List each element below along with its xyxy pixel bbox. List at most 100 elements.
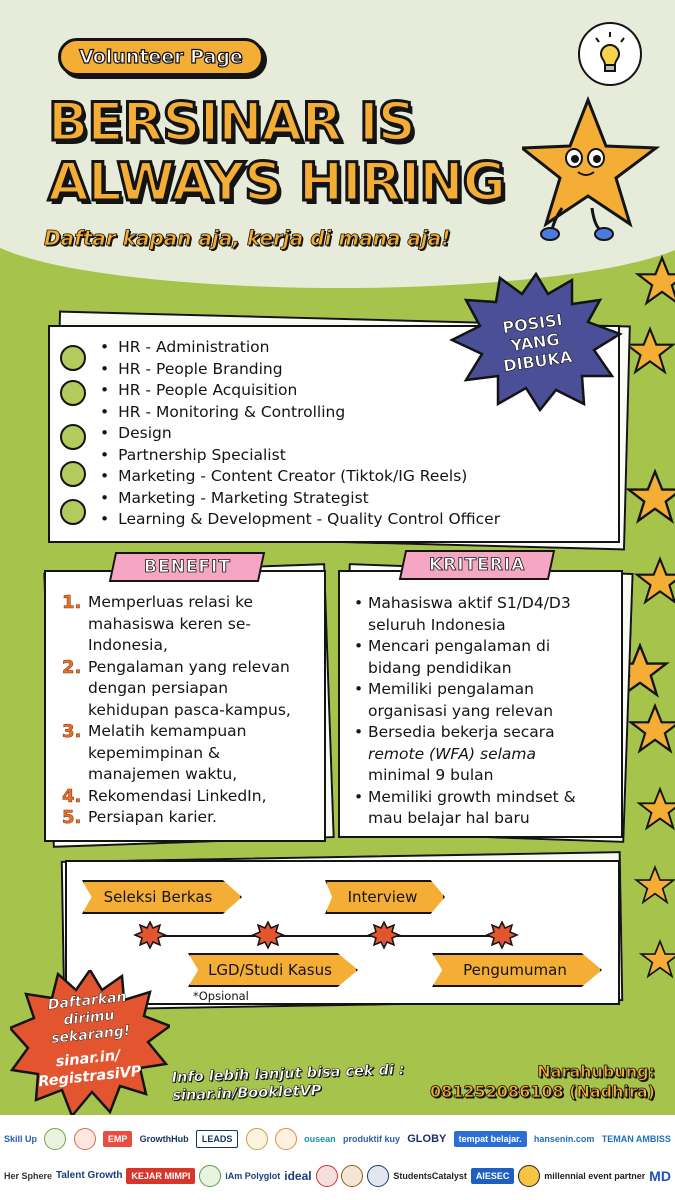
list-item: Marketing - Content Creator (Tiktok/IG R… bbox=[100, 466, 620, 488]
kriteria-text: mau belajar hal baru bbox=[368, 809, 530, 827]
partner-seal-icon bbox=[73, 1128, 96, 1151]
partner-logo: ideal bbox=[284, 1168, 312, 1183]
bullet-dot bbox=[60, 345, 86, 371]
contact-number: 081252086108 (Nadhira) bbox=[430, 1082, 656, 1102]
partner-seal-icon bbox=[315, 1164, 338, 1187]
benefit-number: 4. bbox=[62, 785, 82, 807]
partner-logo: AIESEC bbox=[470, 1167, 515, 1184]
flow-step-tag bbox=[82, 880, 242, 914]
flow-step-marker-icon bbox=[251, 920, 285, 950]
partner-logo: hansenin.com bbox=[533, 1134, 595, 1145]
partner-logo: MD bbox=[649, 1167, 671, 1184]
partner-logo: Talent Growth bbox=[55, 1170, 123, 1182]
partner-logo: LEADS bbox=[195, 1130, 239, 1149]
benefit-text: mahasiswa keren se- bbox=[88, 614, 251, 633]
partner-logo: GrowthHub bbox=[139, 1134, 189, 1145]
kriteria-text: organisasi yang relevan bbox=[368, 701, 554, 720]
list-item: 3. Melatih kemampuan kepemimpinan & manaje… bbox=[62, 721, 322, 786]
partner-row: Her Sphere Talent Growth KEJAR MIMPI iAm… bbox=[4, 1159, 671, 1193]
bullet-dot bbox=[60, 499, 86, 525]
benefit-text: manajemen waktu, bbox=[88, 765, 238, 783]
partner-row: Skill Up EMP GrowthHub LEADS ousean prod… bbox=[4, 1122, 671, 1156]
kriteria-text: bidang pendidikan bbox=[368, 658, 512, 677]
partner-seal-icon bbox=[44, 1128, 67, 1151]
flow-step-label: LGD/Studi Kasus bbox=[208, 961, 332, 979]
cta-burst-icon bbox=[10, 970, 170, 1119]
flow-step-marker-icon bbox=[133, 920, 167, 950]
benefit-text: kehidupan pasca-kampus, bbox=[88, 700, 291, 719]
partner-seal-icon bbox=[341, 1164, 364, 1187]
partner-logo: TEMAN AMBISS bbox=[601, 1134, 671, 1145]
benefit-text: Rekomendasi LinkedIn, bbox=[88, 786, 267, 805]
list-item: Marketing - Marketing Strategist bbox=[100, 488, 620, 510]
partner-logo: StudentsCatalyst bbox=[393, 1170, 467, 1181]
kriteria-text: Bersedia bekerja secara bbox=[368, 723, 555, 741]
kriteria-text: seluruh Indonesia bbox=[368, 615, 506, 634]
benefit-text: kepemimpinan & bbox=[88, 743, 221, 762]
contact-label: Narahubung: bbox=[537, 1062, 656, 1082]
flow-step-label: Pengumuman bbox=[463, 961, 567, 979]
partner-logo: Skill Up bbox=[4, 1134, 38, 1145]
benefit-number: 5. bbox=[62, 807, 82, 829]
partner-seal-icon bbox=[518, 1164, 541, 1187]
benefit-text: Persiapan karier. bbox=[88, 808, 217, 826]
list-item: •Memiliki growth mindset &mau belajar ha… bbox=[354, 787, 624, 830]
positions-burst-icon bbox=[449, 272, 623, 412]
kriteria-card bbox=[338, 570, 623, 838]
list-item: 1. Memperluas relasi ke mahasiswa keren s… bbox=[62, 592, 322, 657]
contact-info: Narahubung: 081252086108 (Nadhira) bbox=[430, 1062, 656, 1102]
benefit-text: Indonesia, bbox=[88, 636, 168, 654]
kriteria-text: Memiliki growth mindset & bbox=[368, 787, 576, 806]
lightbulb-icon bbox=[578, 22, 642, 86]
volunteer-page-badge: Volunteer Page bbox=[58, 38, 264, 76]
star-mascot-icon bbox=[522, 96, 661, 241]
flow-line bbox=[150, 935, 505, 937]
list-item: HR - Administration bbox=[100, 337, 620, 359]
kriteria-text: Mencari pengalaman di bbox=[368, 637, 551, 655]
list-item: Learning & Development - Quality Control… bbox=[100, 509, 620, 531]
benefit-text: Memperluas relasi ke bbox=[88, 593, 254, 611]
partner-seal-icon bbox=[199, 1164, 222, 1187]
partner-logo: produktif kuy bbox=[342, 1134, 400, 1145]
partner-logo: EMP bbox=[102, 1131, 133, 1148]
list-item: 5. Persiapan karier. bbox=[62, 807, 322, 829]
partner-seal-icon bbox=[274, 1128, 297, 1151]
partner-logo: ousean bbox=[304, 1134, 336, 1145]
benefit-number: 1. bbox=[62, 592, 82, 614]
flow-step-label: Interview bbox=[347, 888, 418, 906]
kriteria-text: remote (WFA) selama bbox=[368, 744, 537, 763]
kriteria-text: Memiliki pengalaman bbox=[368, 680, 534, 698]
partner-logo: tempat belajar. bbox=[453, 1131, 527, 1148]
optional-note: *Opsional bbox=[193, 989, 249, 1003]
page-title-line2: ALWAYS HIRING bbox=[46, 152, 507, 213]
kriteria-text: minimal 9 bulan bbox=[368, 766, 494, 784]
flow-step-tag bbox=[188, 953, 358, 987]
benefit-text: dengan persiapan bbox=[88, 679, 229, 697]
flow-step-tag bbox=[325, 880, 445, 914]
page-title-line1: BERSINAR IS bbox=[47, 92, 418, 153]
list-item: HR - People Branding bbox=[100, 359, 620, 381]
list-item: Partnership Specialist bbox=[100, 445, 620, 467]
benefit-text: Melatih kemampuan bbox=[88, 722, 247, 740]
positions-list: HR - Administration HR - People Branding… bbox=[100, 337, 620, 531]
list-item: Design bbox=[100, 423, 620, 445]
partner-logo: Her Sphere bbox=[4, 1170, 53, 1181]
flow-step-marker-icon bbox=[485, 920, 519, 950]
partner-seal-icon bbox=[367, 1164, 390, 1187]
list-item: HR - Monitoring & Controlling bbox=[100, 402, 620, 424]
kriteria-text: Mahasiswa aktif S1/D4/D3 bbox=[368, 594, 571, 612]
partner-seal-icon bbox=[245, 1128, 268, 1151]
benefit-card bbox=[44, 570, 326, 842]
benefit-number: 3. bbox=[62, 721, 82, 743]
bullet-dot bbox=[60, 380, 86, 406]
partner-logos: Skill Up EMP GrowthHub LEADS ousean prod… bbox=[0, 1115, 675, 1200]
partner-logo: GLOBY bbox=[407, 1133, 447, 1146]
benefit-list: 1. Memperluas relasi ke mahasiswa keren s… bbox=[62, 592, 322, 829]
